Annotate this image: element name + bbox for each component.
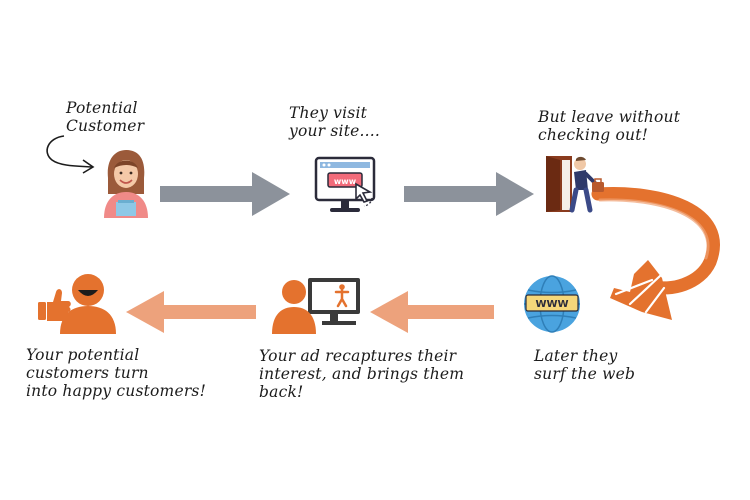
person-monitor-ad-icon [272,278,360,334]
thumbs-up-person-icon [38,274,116,334]
caption-potential-customer: Potential Customer [66,99,145,135]
arrow-right-1 [160,172,290,216]
curved-pointer-arrow [46,135,95,174]
caption-visit-site: They visit your site.... [289,104,381,140]
curved-brush-arrow [591,187,720,320]
man-leaving-door-icon [546,156,604,213]
arrow-right-2 [404,172,534,216]
arrow-left-2 [126,291,256,333]
caption-happy-customers: Your potential customers turn into happy… [26,346,207,400]
monitor-www-icon: www [314,156,376,212]
caption-surf-web: Later they surf the web [534,347,636,383]
caption-leave: But leave without checking out! [538,108,681,144]
caption-ad-recaptures: Your ad recaptures their interest, and b… [259,347,465,401]
arrow-left-1 [370,291,494,333]
svg-text:WWW: WWW [535,299,568,310]
globe-www-icon: WWW [524,275,580,333]
woman-customer-icon [104,150,148,218]
svg-text:www: www [334,177,357,186]
